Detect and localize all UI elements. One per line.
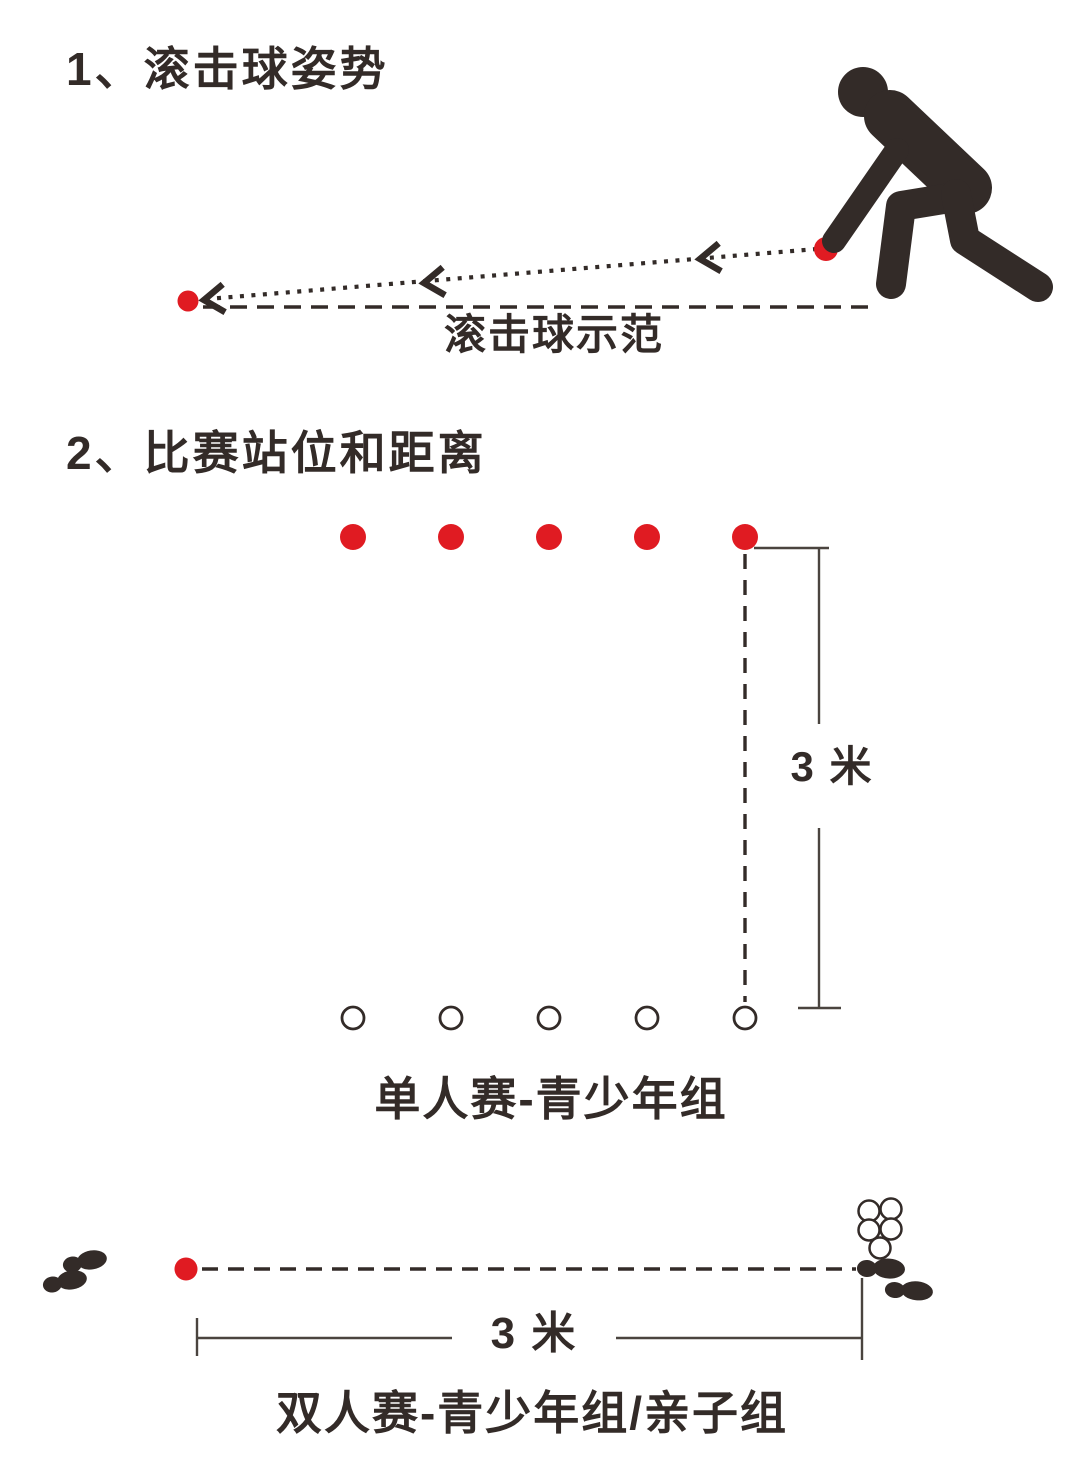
- target-ball-dot: [177, 290, 199, 312]
- player-torso: [864, 90, 992, 214]
- stacked-ball: [879, 1197, 903, 1221]
- stacked-ball: [868, 1236, 892, 1260]
- horizontal-measure-bracket: [195, 1278, 864, 1360]
- footprint: [42, 1270, 87, 1293]
- vertical-measure-bracket: [754, 546, 841, 1010]
- player-position-circle: [340, 1005, 366, 1031]
- trajectory-dotted-line: [206, 246, 818, 302]
- player-back-leg: [941, 179, 1053, 302]
- footprint: [62, 1250, 107, 1273]
- target-dot: [438, 524, 464, 550]
- player-arm: [822, 138, 909, 253]
- section1-title: 1、滚击球姿势: [66, 43, 389, 95]
- player-front-leg: [876, 183, 965, 299]
- player-position-circle: [732, 1005, 758, 1031]
- kneeling-player-icon: [822, 67, 1053, 302]
- section2-distance-label: 3 米: [790, 743, 874, 790]
- section3-caption: 双人赛-青少年组/亲子组: [275, 1387, 789, 1439]
- trajectory-arrowhead: [694, 240, 723, 275]
- target-dot: [536, 524, 562, 550]
- trajectory-arrowhead: [418, 264, 447, 299]
- target-dot: [732, 524, 758, 550]
- ball-stack-icon: [857, 1197, 903, 1260]
- section1-caption: 滚击球示范: [443, 311, 665, 358]
- player-position-circle: [536, 1005, 562, 1031]
- player-position-circle: [634, 1005, 660, 1031]
- right-footprints-icon: [856, 1258, 933, 1301]
- player-position-circle: [438, 1005, 464, 1031]
- target-dot: [634, 524, 660, 550]
- target-dot: [340, 524, 366, 550]
- footprint: [884, 1281, 933, 1301]
- section2-caption: 单人赛-青少年组: [374, 1073, 728, 1125]
- start-ball-dot: [174, 1257, 198, 1281]
- trajectory-arrowheads: [198, 240, 723, 316]
- left-footprints-icon: [42, 1250, 107, 1293]
- stacked-ball: [879, 1217, 903, 1241]
- footprint: [856, 1258, 905, 1279]
- player-positions-row: [340, 1005, 758, 1031]
- target-dots-row: [340, 524, 758, 550]
- section2-title: 2、比赛站位和距离: [66, 427, 487, 479]
- section3-distance-label: 3 米: [490, 1309, 578, 1358]
- trajectory-arrowhead: [198, 281, 227, 316]
